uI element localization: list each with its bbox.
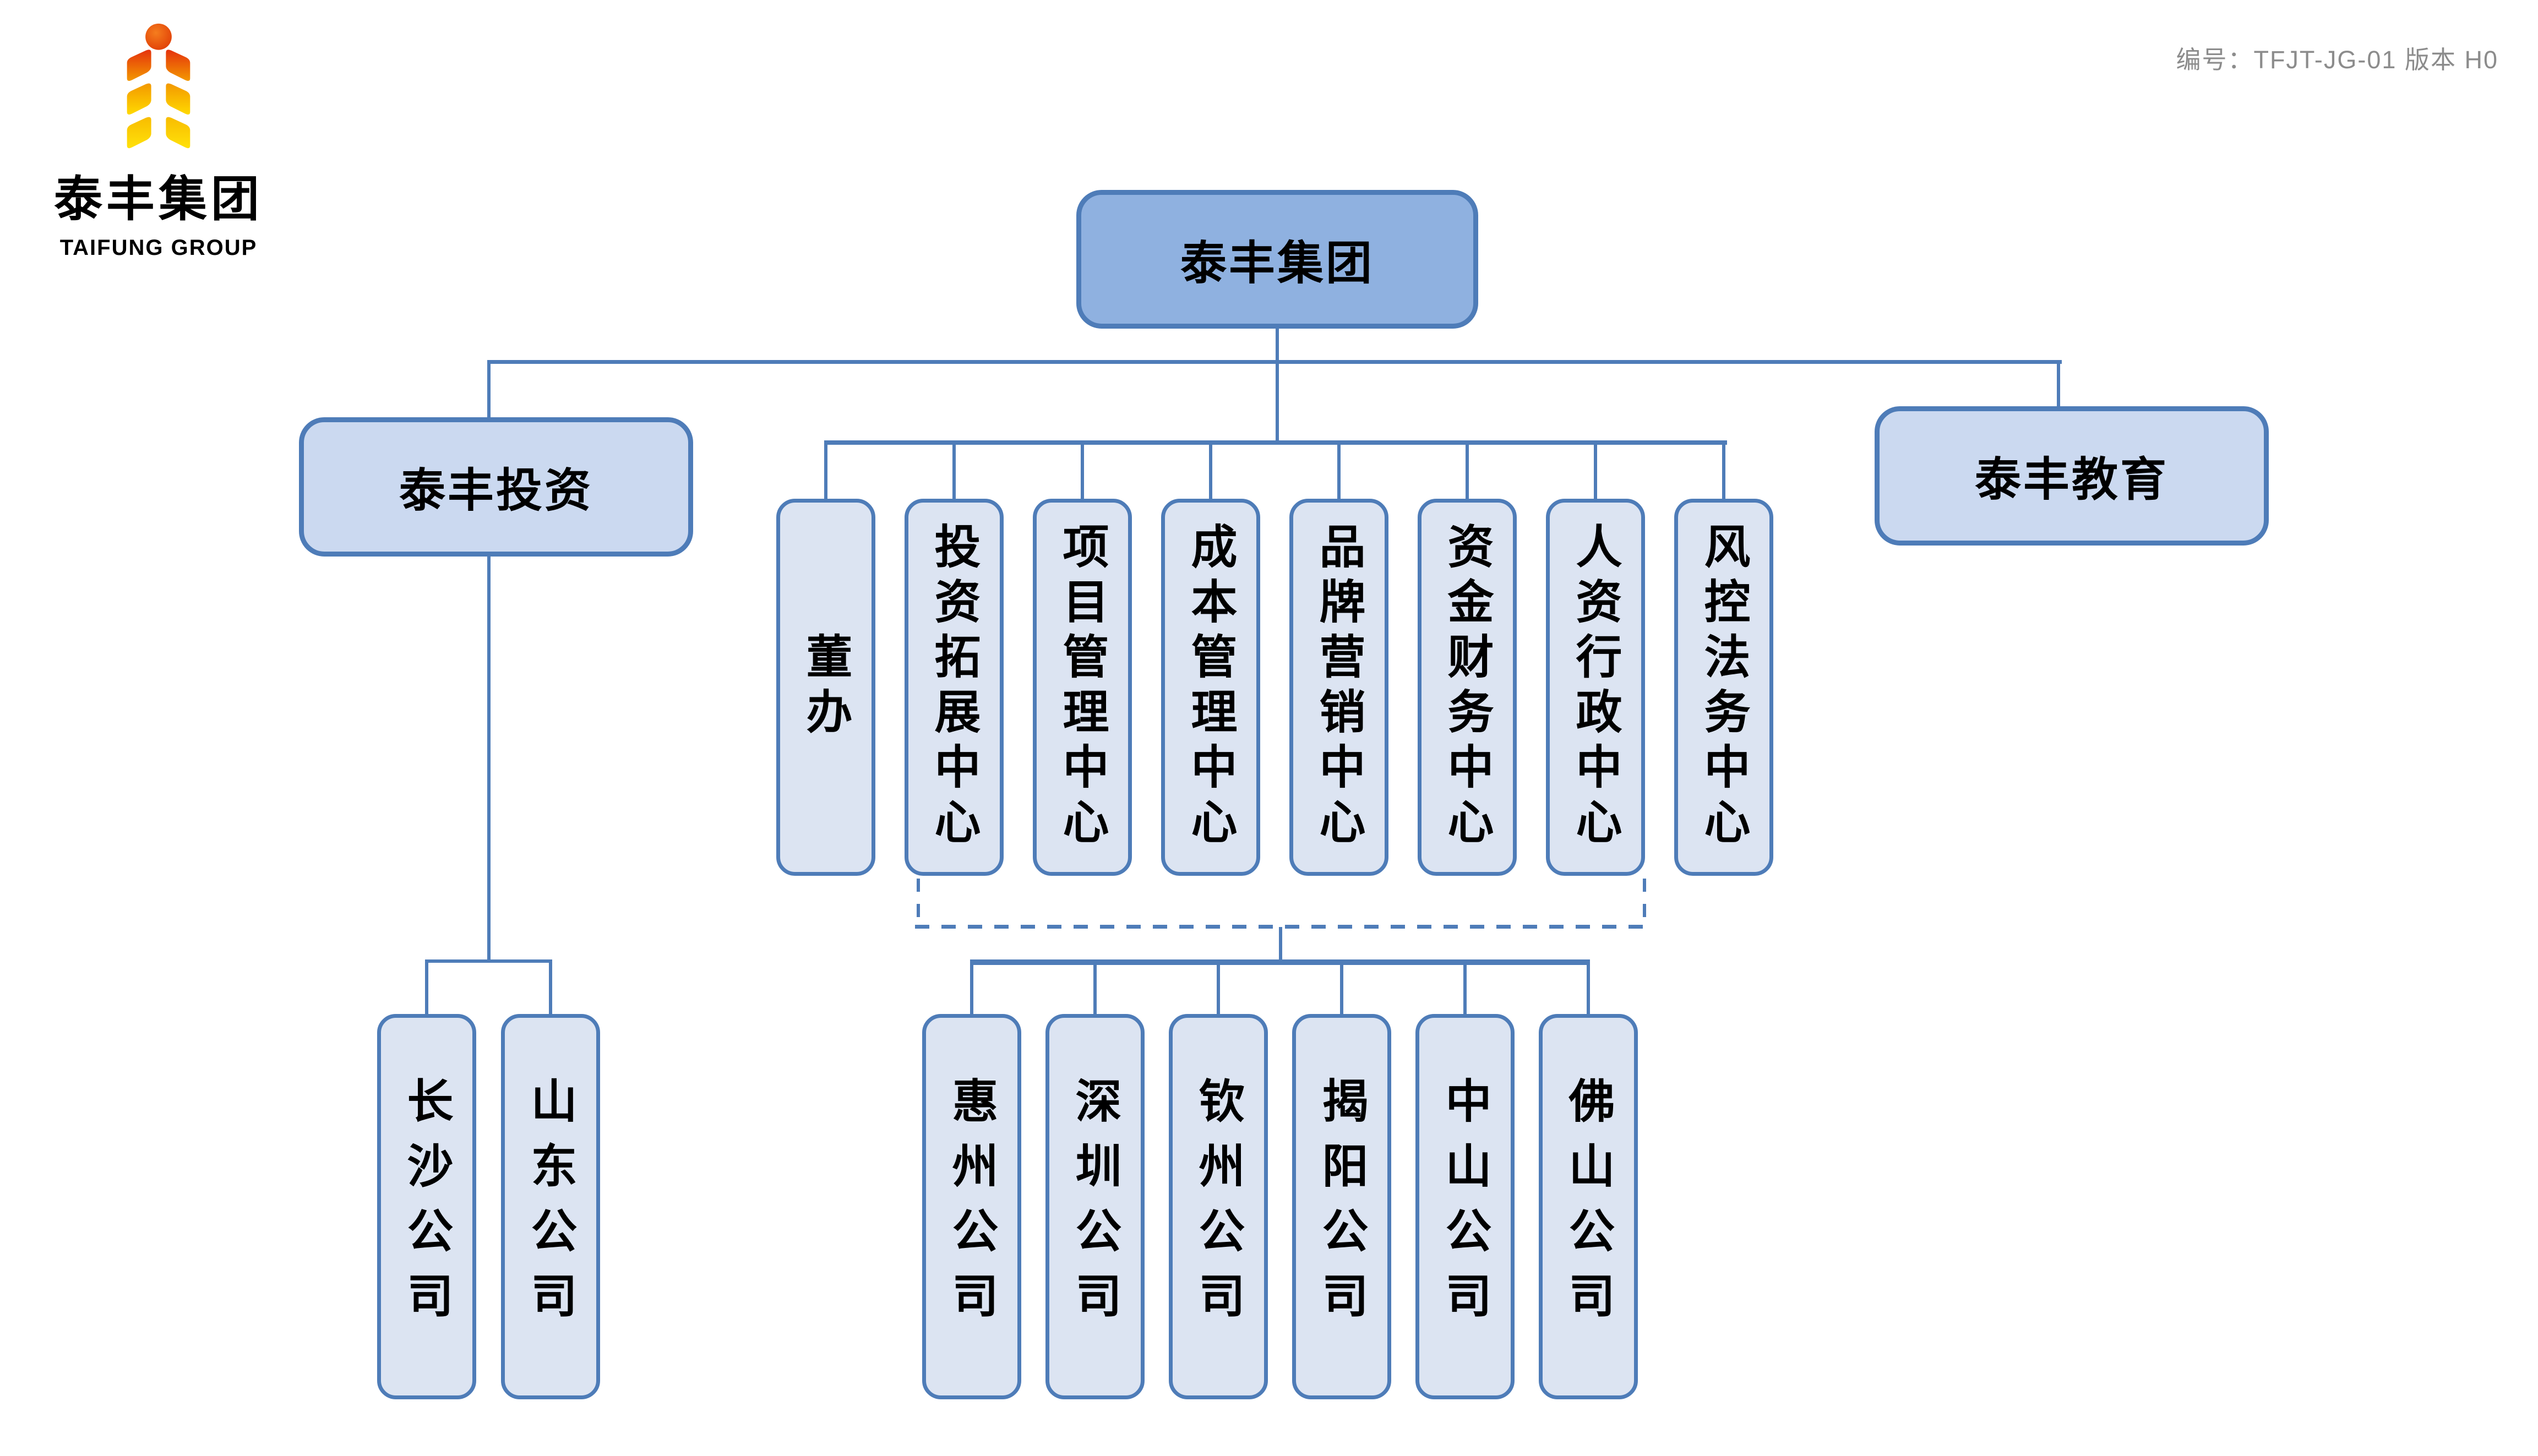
document-number: 编号：TFJT-JG-01 版本 H0 bbox=[2176, 46, 2498, 74]
connector-drop-dept-8 bbox=[1722, 443, 1725, 500]
node-label: 泰丰投资 bbox=[399, 465, 593, 516]
node-label: 成本管理中心 bbox=[1185, 522, 1237, 853]
connector-drop-dept-4 bbox=[1209, 443, 1212, 500]
logo-company-name-en: TAIFUNG GROUP bbox=[59, 236, 258, 260]
logo-company-name-cn: 泰丰集团 bbox=[53, 172, 263, 226]
connector-dashed-vertical-left bbox=[917, 879, 920, 927]
node-hr-admin-center: 人资行政中心 bbox=[1546, 499, 1645, 876]
connector-drop-sub-4 bbox=[1340, 962, 1343, 1014]
node-label: 山东公司 bbox=[525, 1077, 576, 1337]
node-zhongshan-company: 中山公司 bbox=[1415, 1014, 1515, 1399]
node-label: 揭阳公司 bbox=[1316, 1077, 1368, 1337]
node-label: 长沙公司 bbox=[401, 1077, 453, 1337]
connector-tier1-horizontal bbox=[487, 360, 2062, 364]
node-label: 资金财务中心 bbox=[1441, 522, 1493, 853]
connector-center-stem bbox=[1276, 360, 1279, 443]
node-foshan-company: 佛山公司 bbox=[1539, 1014, 1638, 1399]
company-logo: 泰丰集团 TAIFUNG GROUP bbox=[48, 22, 269, 260]
connector-drop-sub-5 bbox=[1463, 962, 1467, 1014]
connector-drop-invest bbox=[487, 360, 491, 418]
node-taifung-group-root: 泰丰集团 bbox=[1076, 190, 1478, 329]
node-board-office: 董办 bbox=[776, 499, 875, 876]
connector-drop-dept-3 bbox=[1081, 443, 1084, 500]
connector-drop-sub-6 bbox=[1587, 962, 1590, 1014]
node-label: 泰丰教育 bbox=[1974, 454, 2169, 505]
node-label: 深圳公司 bbox=[1069, 1077, 1121, 1337]
connector-drop-sub-3 bbox=[1217, 962, 1220, 1014]
connector-tier2-horizontal bbox=[824, 440, 1727, 445]
connector-drop-dept-6 bbox=[1466, 443, 1469, 500]
node-label: 钦州公司 bbox=[1192, 1077, 1244, 1337]
node-label: 投资拓展中心 bbox=[928, 522, 980, 853]
connector-root-stem bbox=[1276, 328, 1279, 363]
node-investment-expansion-center: 投资拓展中心 bbox=[905, 499, 1004, 876]
connector-invest-stem bbox=[487, 555, 491, 961]
connector-drop-sub-1 bbox=[970, 962, 973, 1014]
node-label: 品牌营销中心 bbox=[1313, 522, 1365, 853]
node-label: 泰丰集团 bbox=[1180, 237, 1374, 289]
node-label: 佛山公司 bbox=[1562, 1077, 1614, 1337]
connector-drop-changsha bbox=[425, 961, 428, 1014]
connector-invest-horizontal bbox=[425, 959, 552, 963]
connector-mid-stem bbox=[1279, 927, 1282, 962]
connector-drop-dept-5 bbox=[1337, 443, 1341, 500]
node-taifung-investment: 泰丰投资 bbox=[299, 417, 693, 557]
node-brand-marketing-center: 品牌营销中心 bbox=[1289, 499, 1388, 876]
node-cost-management-center: 成本管理中心 bbox=[1161, 499, 1260, 876]
node-shenzhen-company: 深圳公司 bbox=[1045, 1014, 1145, 1399]
connector-dashed-vertical-right bbox=[1643, 879, 1646, 927]
node-jieyang-company: 揭阳公司 bbox=[1292, 1014, 1391, 1399]
connector-drop-dept-2 bbox=[952, 443, 956, 500]
connector-drop-shandong bbox=[549, 961, 552, 1014]
connector-drop-dept-7 bbox=[1594, 443, 1597, 500]
wheat-sheaf-logo-icon bbox=[127, 23, 190, 149]
connector-tier3-horizontal bbox=[970, 959, 1590, 965]
connector-drop-education bbox=[2057, 360, 2060, 407]
connector-dashed-horizontal bbox=[915, 925, 1646, 929]
node-project-management-center: 项目管理中心 bbox=[1033, 499, 1132, 876]
node-label: 中山公司 bbox=[1439, 1077, 1491, 1337]
node-label: 董办 bbox=[800, 632, 852, 743]
connector-drop-sub-2 bbox=[1093, 962, 1097, 1014]
node-changsha-company: 长沙公司 bbox=[377, 1014, 476, 1399]
node-label: 项目管理中心 bbox=[1056, 522, 1108, 853]
node-qinzhou-company: 钦州公司 bbox=[1169, 1014, 1268, 1399]
node-treasury-finance-center: 资金财务中心 bbox=[1418, 499, 1517, 876]
node-huizhou-company: 惠州公司 bbox=[922, 1014, 1021, 1399]
node-label: 惠州公司 bbox=[946, 1077, 998, 1337]
node-label: 人资行政中心 bbox=[1570, 522, 1621, 853]
node-shandong-company: 山东公司 bbox=[501, 1014, 600, 1399]
node-risk-legal-center: 风控法务中心 bbox=[1674, 499, 1773, 876]
node-taifung-education: 泰丰教育 bbox=[1875, 406, 2269, 546]
connector-drop-dept-1 bbox=[824, 443, 827, 500]
node-label: 风控法务中心 bbox=[1698, 522, 1750, 853]
